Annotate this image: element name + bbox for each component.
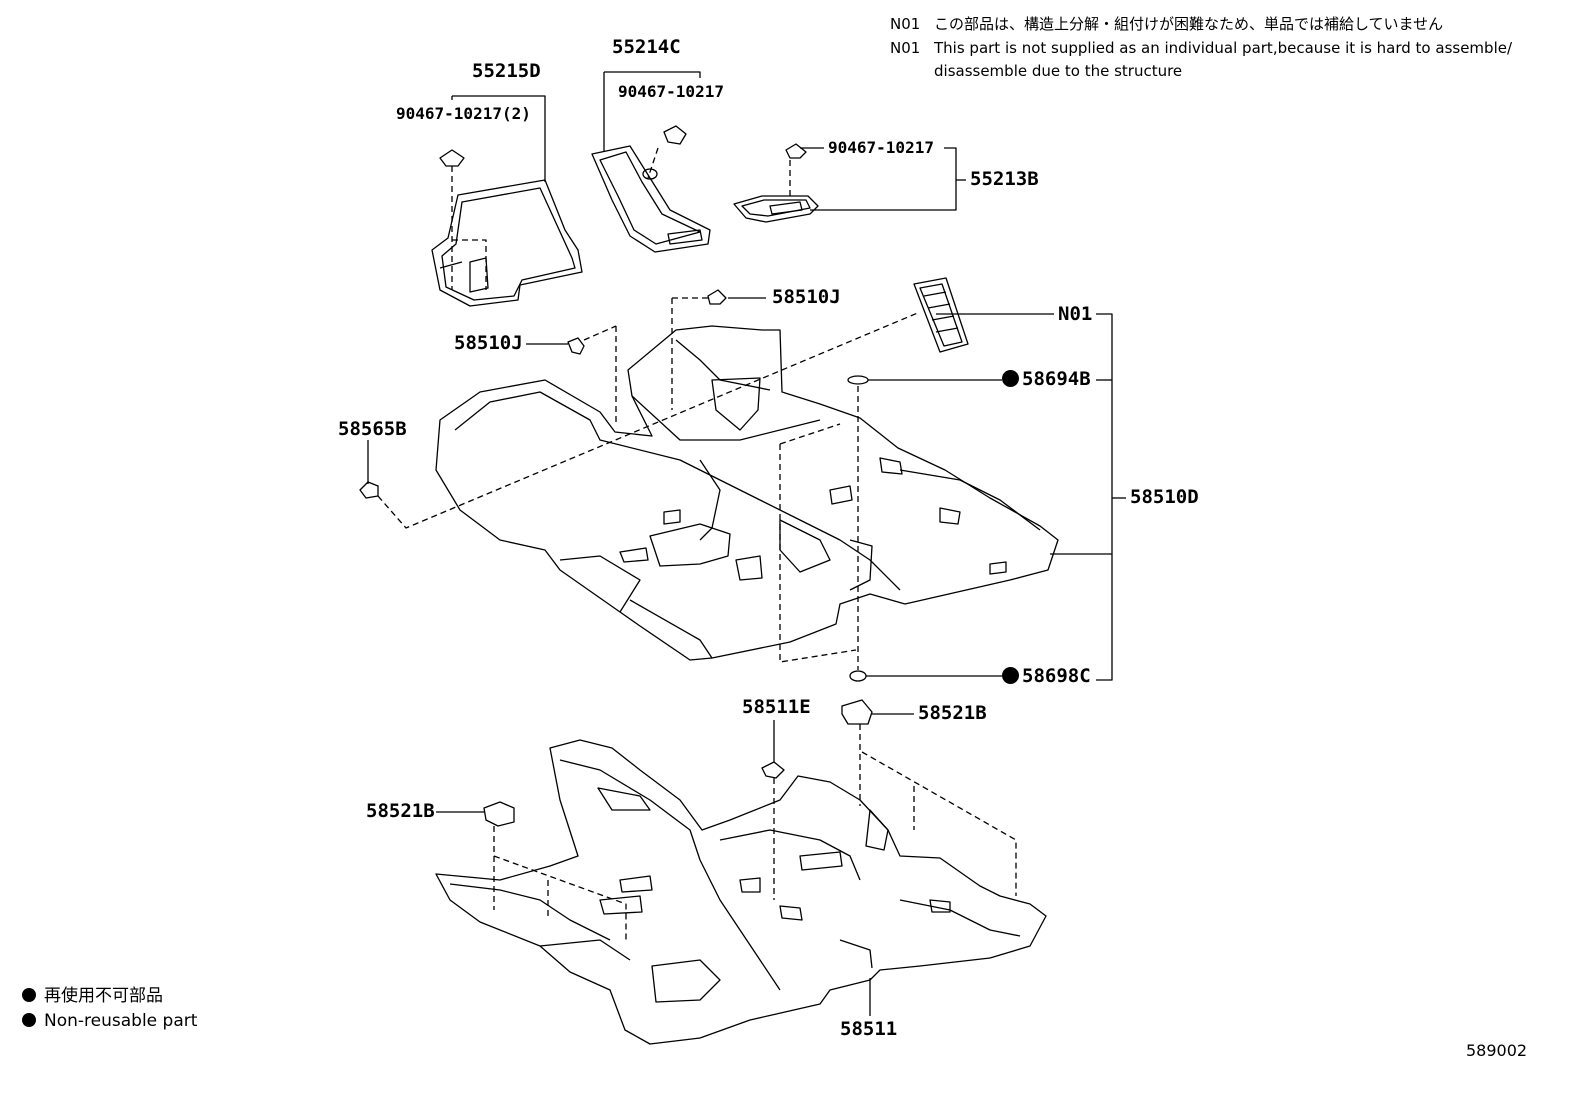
leader-lines [367, 71, 1126, 1016]
mat-55215d [431, 179, 583, 307]
note-code-jp: N01 [890, 15, 921, 33]
part-label-58565b[interactable]: 58565B [338, 418, 407, 440]
legend-en: Non-reusable part [22, 1013, 197, 1030]
part-label-58510j-left[interactable]: 58510J [454, 332, 523, 354]
mat-55214c [591, 145, 711, 253]
bullet-dot-icon [22, 988, 36, 1002]
dashed-lines [377, 147, 1017, 940]
fasteners [359, 125, 873, 827]
part-label-58511e[interactable]: 58511E [742, 696, 811, 718]
part-label-58510j-top[interactable]: 58510J [772, 286, 841, 308]
note-text-jp: この部品は、構造上分解・組付けが困難なため、単品では補給していません [934, 15, 1444, 33]
non-reusable-dot-icon [1002, 370, 1019, 387]
bullet-dot-icon [22, 1013, 36, 1027]
part-label-58521b-left[interactable]: 58521B [366, 800, 435, 822]
part-label-55213b[interactable]: 55213B [970, 168, 1039, 190]
part-label-90467-10217-b[interactable]: 90467-10217 [828, 138, 934, 157]
part-label-58521b-right[interactable]: 58521B [918, 702, 987, 724]
part-label-55214c[interactable]: 55214C [612, 36, 681, 58]
legend-jp: 再使用不可部品 [22, 988, 163, 1005]
part-label-90467-10217-a[interactable]: 90467-10217 [618, 82, 724, 101]
figure-id: 589002 [1466, 1041, 1528, 1060]
part-label-58694b[interactable]: 58694B [1002, 370, 1091, 389]
part-label-58698c[interactable]: 58698C [1002, 667, 1091, 686]
part-label-90467-10217-2[interactable]: 90467-10217(2) [396, 104, 531, 123]
mat-55213b [733, 195, 819, 223]
carpet-58510d [435, 325, 1059, 661]
non-reusable-dot-icon [1002, 667, 1019, 684]
note-code-en: N01 [890, 39, 921, 57]
note-text-en-2: disassemble due to the structure [934, 62, 1183, 80]
part-label-58511[interactable]: 58511 [840, 1018, 898, 1040]
note-text-en-1: This part is not supplied as an individu… [934, 39, 1513, 57]
pad-n01 [913, 277, 969, 353]
part-label-55215d[interactable]: 55215D [472, 60, 541, 82]
carpet-58511 [435, 739, 1047, 1045]
part-label-58510d[interactable]: 58510D [1130, 486, 1199, 508]
part-label-n01[interactable]: N01 [1058, 303, 1093, 325]
